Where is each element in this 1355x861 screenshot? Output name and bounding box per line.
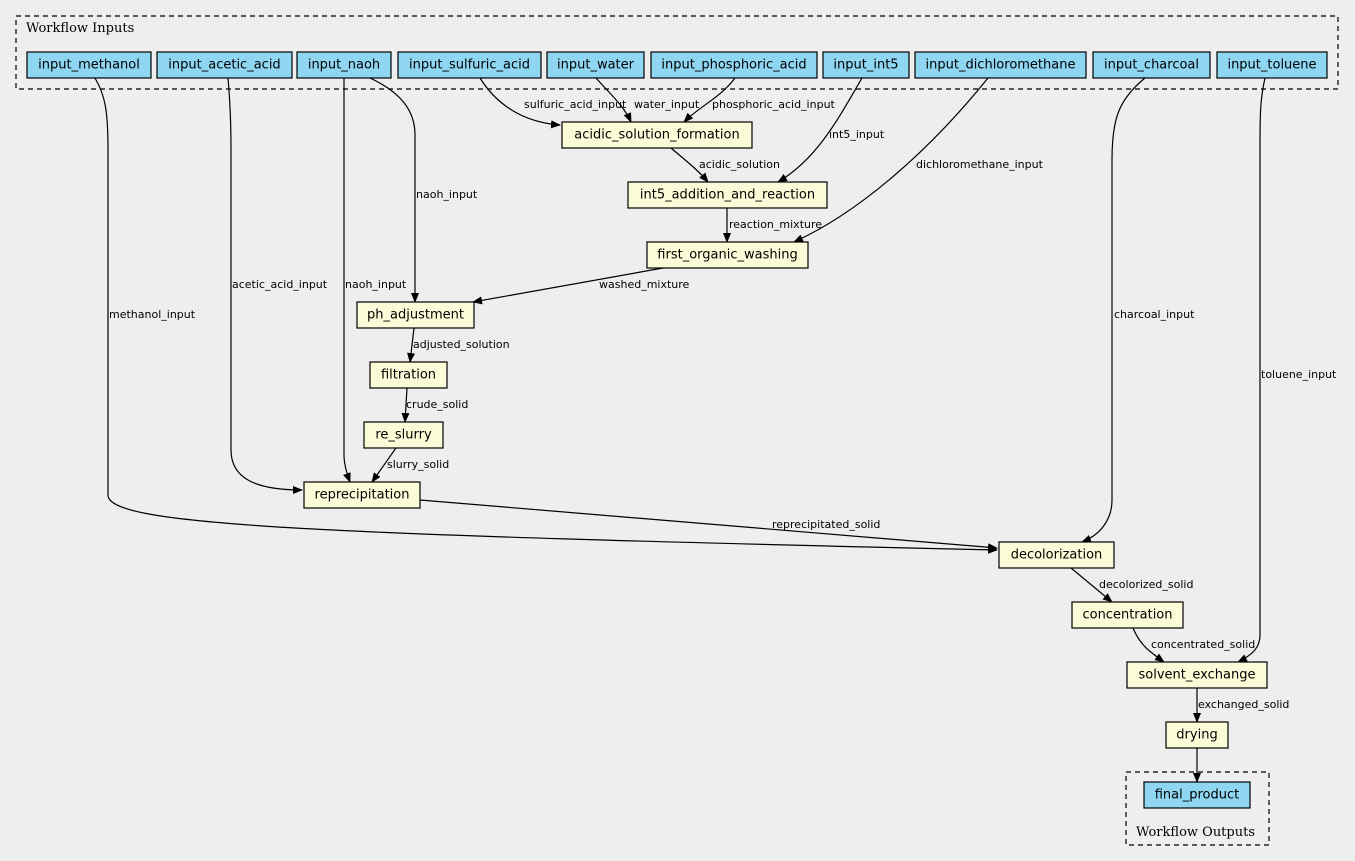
edge-naoh-input-ph: naoh_input — [369, 77, 478, 303]
edge-label-water-input: water_input — [634, 98, 700, 111]
node-label: concentration — [1082, 608, 1172, 623]
node-first-organic-washing[interactable]: first_organic_washing — [646, 241, 809, 269]
edge-washed-mixture: washed_mixture — [472, 267, 690, 305]
edge-label-methanol-input: methanol_input — [109, 308, 196, 321]
node-drying[interactable]: drying — [1165, 721, 1229, 749]
edge-label-adjusted-solution: adjusted_solution — [413, 338, 510, 351]
node-input-charcoal[interactable]: input_charcoal — [1092, 51, 1211, 79]
edge-label-acidic-solution: acidic_solution — [699, 158, 780, 171]
workflow-outputs-cluster: Workflow Outputs — [1125, 771, 1270, 846]
node-acidic-solution-formation[interactable]: acidic_solution_formation — [561, 121, 753, 149]
edge-label-naoh-input-2: naoh_input — [345, 278, 407, 291]
edge-concentrated-solid: concentrated_solid — [1132, 627, 1255, 663]
node-label: reprecipitation — [315, 488, 410, 503]
node-label: acidic_solution_formation — [574, 128, 739, 143]
node-input-naoh[interactable]: input_naoh — [296, 51, 392, 79]
edge-label-naoh-input-1: naoh_input — [416, 188, 478, 201]
node-label: drying — [1176, 728, 1217, 743]
edge-label-int5-input: int5_input — [829, 128, 885, 141]
edge-label-dichloromethane-input: dichloromethane_input — [916, 158, 1044, 171]
workflow-inputs-label: Workflow Inputs — [26, 21, 134, 36]
node-input-acetic-acid[interactable]: input_acetic_acid — [156, 51, 293, 79]
node-label: solvent_exchange — [1139, 668, 1256, 683]
node-input-toluene[interactable]: input_toluene — [1216, 51, 1328, 79]
workflow-inputs-cluster: Workflow Inputs — [15, 15, 1339, 90]
node-input-sulfuric-acid[interactable]: input_sulfuric_acid — [397, 51, 542, 79]
node-label: first_organic_washing — [657, 248, 797, 263]
node-input-water[interactable]: input_water — [546, 51, 645, 79]
edge-methanol-input: methanol_input — [94, 77, 998, 554]
node-decolorization[interactable]: decolorization — [998, 541, 1115, 569]
node-label: input_phosphoric_acid — [661, 58, 806, 73]
edge-crude-solid: crude_solid — [401, 387, 468, 423]
edge-label-exchanged-solid: exchanged_solid — [1198, 698, 1289, 711]
edge-reaction-mixture: reaction_mixture — [723, 208, 822, 243]
node-label: input_water — [557, 58, 635, 73]
node-label: input_charcoal — [1104, 58, 1199, 73]
edge-naoh-input-reprecipitation: naoh_input — [343, 78, 407, 483]
edge-label-acetic-acid-input: acetic_acid_input — [232, 278, 328, 291]
node-label: input_methanol — [38, 58, 140, 73]
node-input-phosphoric-acid[interactable]: input_phosphoric_acid — [650, 51, 818, 79]
edge-slurry-solid: slurry_solid — [371, 447, 449, 483]
node-label: input_naoh — [308, 58, 380, 73]
node-final-product[interactable]: final_product — [1143, 781, 1251, 809]
edge-label-reprecipitated-solid: reprecipitated_solid — [772, 518, 880, 531]
node-label: int5_addition_and_reaction — [640, 188, 815, 203]
edge-adjusted-solution: adjusted_solution — [407, 327, 510, 363]
node-int5-addition-and-reaction[interactable]: int5_addition_and_reaction — [627, 181, 828, 209]
node-label: filtration — [381, 368, 436, 383]
node-label: input_int5 — [833, 58, 898, 73]
edge-int5-input: int5_input — [777, 77, 885, 183]
edge-label-reaction-mixture: reaction_mixture — [729, 218, 822, 231]
node-ph-adjustment[interactable]: ph_adjustment — [356, 301, 475, 329]
edge-exchanged-solid: exchanged_solid — [1193, 688, 1289, 723]
edge-label-slurry-solid: slurry_solid — [387, 458, 449, 471]
edge-label-phosphoric-acid-input: phosphoric_acid_input — [712, 98, 836, 111]
edge-phosphoric-acid-input: phosphoric_acid_input — [683, 77, 836, 123]
edge-label-charcoal-input: charcoal_input — [1114, 308, 1195, 321]
node-input-int5[interactable]: input_int5 — [822, 51, 910, 79]
node-label: final_product — [1155, 788, 1240, 803]
edges: sulfuric_acid_input water_input phosphor… — [94, 77, 1337, 783]
edge-acidic-solution: acidic_solution — [670, 147, 780, 183]
node-label: input_acetic_acid — [168, 58, 280, 73]
node-concentration[interactable]: concentration — [1071, 601, 1184, 629]
workflow-outputs-label: Workflow Outputs — [1136, 825, 1255, 840]
node-label: input_dichloromethane — [926, 58, 1076, 73]
edge-charcoal-input: charcoal_input — [1081, 77, 1195, 543]
node-input-dichloromethane[interactable]: input_dichloromethane — [914, 51, 1087, 79]
node-reprecipitation[interactable]: reprecipitation — [303, 481, 421, 509]
node-re-slurry[interactable]: re_slurry — [363, 421, 444, 449]
edge-label-decolorized-solid: decolorized_solid — [1099, 578, 1193, 591]
edge-sulfuric-acid-input: sulfuric_acid_input — [479, 77, 627, 129]
node-label: ph_adjustment — [367, 308, 464, 323]
edge-decolorized-solid: decolorized_solid — [1070, 567, 1193, 603]
edge-toluene-input: toluene_input — [1237, 77, 1337, 663]
edge-dichloromethane-input: dichloromethane_input — [793, 77, 1044, 243]
edge-label-concentrated-solid: concentrated_solid — [1151, 638, 1255, 651]
edge-label-toluene-input: toluene_input — [1261, 368, 1337, 381]
node-filtration[interactable]: filtration — [369, 361, 448, 389]
node-input-methanol[interactable]: input_methanol — [26, 51, 152, 79]
node-label: input_sulfuric_acid — [409, 58, 530, 73]
node-label: re_slurry — [375, 428, 432, 443]
node-label: decolorization — [1011, 548, 1103, 563]
node-label: input_toluene — [1227, 58, 1316, 73]
edge-acetic-acid-input: acetic_acid_input — [227, 77, 328, 494]
edge-label-sulfuric-acid-input: sulfuric_acid_input — [524, 98, 627, 111]
edge-label-crude-solid: crude_solid — [406, 398, 468, 411]
node-solvent-exchange[interactable]: solvent_exchange — [1126, 661, 1268, 689]
edge-label-washed-mixture: washed_mixture — [599, 278, 690, 291]
edge-water-input: water_input — [595, 77, 700, 123]
edge-reprecipitated-solid: reprecipitated_solid — [419, 499, 998, 552]
